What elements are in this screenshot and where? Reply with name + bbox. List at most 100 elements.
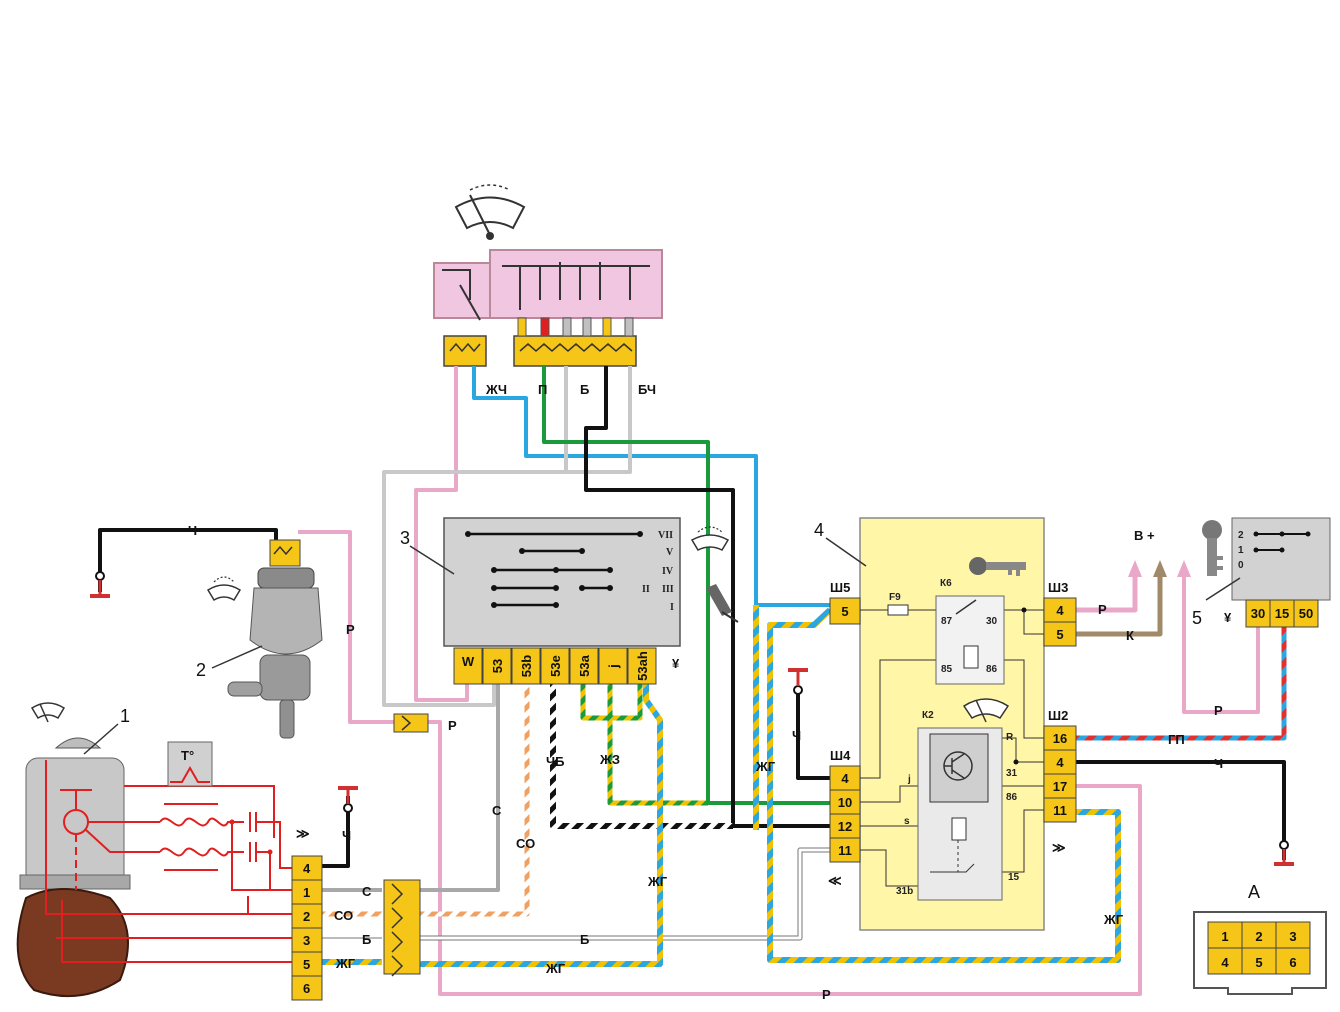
wire-label: С [492,803,502,818]
ground-sh4 [788,668,808,695]
switch-pin: 53e [548,655,563,677]
block-pin: 10 [838,795,852,810]
wire-label: ЖГ [755,759,776,774]
component-number: 4 [814,520,824,540]
windshield-wiper-icon [454,184,526,240]
sh3-label: Ш3 [1048,580,1068,595]
wire-label: ЖЗ [599,752,620,767]
switch-position: V [666,547,674,558]
ground-pump [90,571,110,598]
wire-label: ЧБ [546,754,564,769]
ignition-pin: 15 [1275,606,1289,621]
motor-pin: 3 [303,933,310,948]
motor-pin: 2 [303,909,310,924]
relay-pin: 31b [896,886,913,897]
switch-pin: 53ah [635,651,650,681]
battery-plus-label: В + [1134,528,1155,543]
connector-direction-icon: ≪ [828,873,842,888]
relay-pin: R [1006,732,1014,743]
connector-a-pin: 1 [1221,929,1228,944]
ignition-switch: 2 1 0 30 15 50 ¥ [1202,517,1331,628]
relay-pin: 31 [1006,768,1018,779]
wiper-motor: T° [16,702,292,998]
connector-a-pin: 2 [1255,929,1262,944]
ignition-position: 1 [1238,545,1244,556]
wire-label: С [362,884,372,899]
switch-pin: 53a [577,654,592,676]
wire-label: Р [1214,703,1223,718]
block-pin: 5 [1056,627,1063,642]
motor-pin: 1 [303,885,310,900]
motor-pin: 4 [303,861,311,876]
block-pin: 17 [1053,779,1067,794]
block-pin: 16 [1053,731,1067,746]
switch-pin: 53b [519,655,534,677]
sh5-label: Ш5 [830,580,850,595]
thermo-switch: T° [167,741,213,787]
block-pin: 4 [1056,755,1064,770]
relay-k2-label: К2 [922,710,934,721]
component-number: 1 [120,706,130,726]
ignition-pin: 30 [1251,606,1265,621]
connector-a-pin: 5 [1255,955,1262,970]
battery-plus-arrows: В + [1128,528,1191,577]
wire-label: Б [362,932,371,947]
connector-direction-icon: ≫ [296,826,310,841]
block-pin: 4 [1056,603,1064,618]
sh2-label: Ш2 [1048,708,1068,723]
switch-position: III [662,584,674,595]
washer-pump [206,539,323,739]
wire-labels: ЖЧ П Б БЧ Ч Р Р С СО ЧБ ЖЗ ЖГ ЖГ Ч Ч С С… [188,382,1223,1002]
block-pin: 11 [1053,803,1067,818]
wiper-icon-motor [30,702,66,723]
wire-label: Ч [792,728,801,743]
ground-motor [338,786,358,813]
wire-label: БЧ [638,382,656,397]
relay-pin: 87 [941,616,953,627]
wire-label: ГП [1168,732,1185,747]
component-number: 2 [196,660,206,680]
motor-pin: 6 [303,981,310,996]
connector-a-pin: 3 [1289,929,1296,944]
switch-pin: j [606,664,621,669]
motor-connector: 4 1 2 3 5 6 ≫ [291,826,323,1001]
switch-position: I [670,602,674,613]
block-wiper-icon [962,698,1010,723]
relay-pin: s [904,816,910,827]
ignition-position: 2 [1238,530,1244,541]
mount-block: F9 К6 87 30 85 86 К2 R 31 [828,517,1077,931]
ignition-key-icon [1202,520,1223,576]
component-number: 5 [1192,608,1202,628]
wire-label: ЖГ [647,874,668,889]
connector-direction-icon: ¥ [1224,610,1232,625]
wire-label: Ч [188,523,197,538]
wire-label: ЖЧ [485,382,507,397]
block-pin: 5 [841,604,848,619]
stalk-lever-icon [706,584,739,623]
fuse-label: F9 [889,592,901,603]
sh4-label: Ш4 [830,748,851,763]
ignition-pin: 50 [1299,606,1313,621]
switch-position: II [642,584,650,595]
motor-pin: 5 [303,957,310,972]
washer-icon [206,576,242,602]
ground-sh2 [1274,840,1294,866]
wire-label: Р [1098,602,1107,617]
ignition-key-icon [969,557,1026,576]
wire-label: Р [822,987,831,1002]
wiper-switch: VII V IV III II I W 53 53b 53e 53a j 53a… [443,517,739,685]
wire-label: Б [580,382,589,397]
wires [98,366,1287,996]
connector-a-label: A [1248,882,1260,902]
relay-pin: 15 [1008,872,1020,883]
wire-label: СО [334,908,353,923]
switch-position: IV [662,566,674,577]
wire-label: ЖГ [1103,912,1124,927]
wire-label: П [538,382,547,397]
thermo-label: T° [181,748,194,763]
wire-label: К [1126,628,1134,643]
relay-k2: К2 R 31 86 j s 31b 15 [896,710,1020,901]
wire-label: Р [448,718,457,733]
connector-a-pin: 6 [1289,955,1296,970]
connector-direction-icon: ¥ [672,656,680,671]
